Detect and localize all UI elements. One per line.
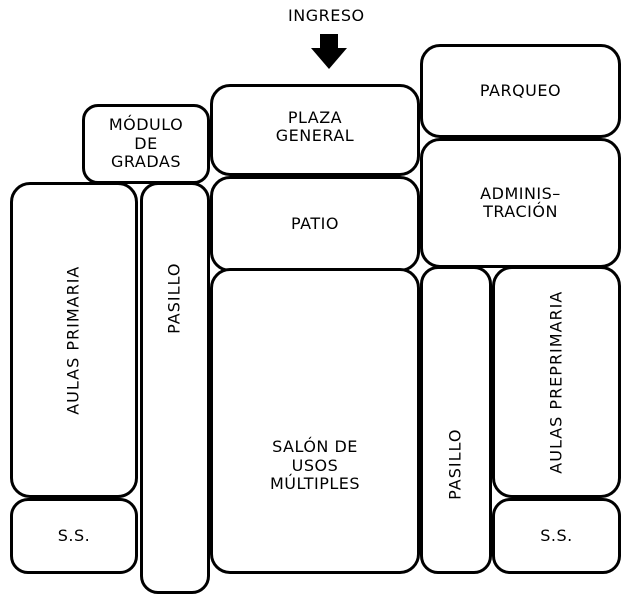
module-stairs-label: MÓDULO DE GRADAS — [108, 115, 184, 172]
primary-classrooms-room: AULAS PRIMARIA — [10, 182, 138, 498]
patio-room: PATIO — [210, 176, 420, 272]
patio-label: PATIO — [291, 213, 339, 233]
right-hallway: PASILLO — [420, 266, 492, 574]
left-restrooms-label: S.S. — [57, 525, 91, 545]
parking-room: PARQUEO — [420, 44, 621, 138]
left-hallway: PASILLO — [140, 182, 210, 594]
right-restrooms-room: S.S. — [492, 498, 621, 574]
multipurpose-hall-room: SALÓN DE USOS MÚLTIPLES — [210, 268, 420, 574]
plaza-general-room: PLAZA GENERAL — [210, 84, 420, 176]
administration-label: ADMINIS– TRACIÓN — [480, 183, 561, 221]
parking-label: PARQUEO — [479, 80, 562, 100]
right-restrooms-label: S.S. — [540, 525, 573, 545]
right-hallway-label: PASILLO — [445, 428, 465, 500]
module-stairs-room: MÓDULO DE GRADAS — [82, 104, 210, 184]
down-arrow-icon — [311, 34, 347, 69]
multipurpose-hall-label: SALÓN DE USOS MÚLTIPLES — [269, 437, 361, 494]
preprimary-classrooms-room: AULAS PREPRIMARIA — [492, 266, 621, 498]
entrance-label: INGRESO — [288, 6, 365, 25]
left-restrooms-room: S.S. — [10, 498, 138, 574]
plaza-general-label: PLAZA GENERAL — [275, 107, 355, 145]
preprimary-classrooms-label: AULAS PREPRIMARIA — [546, 290, 566, 474]
primary-classrooms-label: AULAS PRIMARIA — [63, 265, 83, 415]
administration-room: ADMINIS– TRACIÓN — [420, 138, 621, 268]
left-hallway-label: PASILLO — [164, 262, 184, 334]
